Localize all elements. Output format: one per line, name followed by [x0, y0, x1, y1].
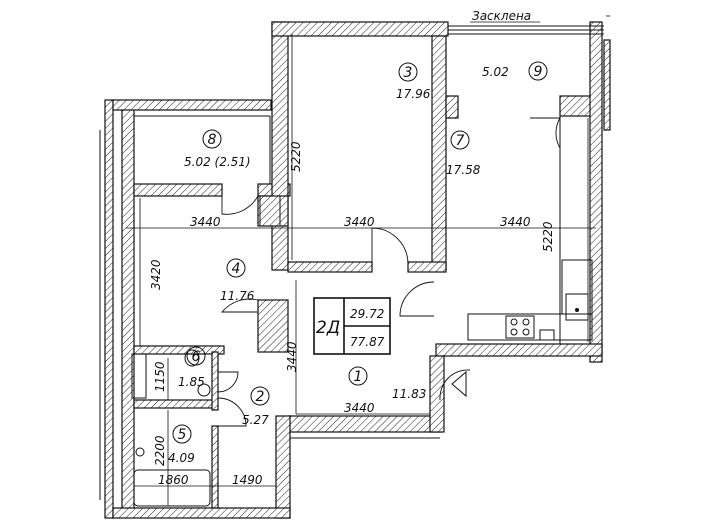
- wall-4-6: [133, 345, 225, 355]
- room-9-area: 5.02: [482, 65, 509, 79]
- room-3-area: 17.96: [396, 87, 431, 101]
- door-room5: [217, 397, 247, 427]
- room-6-number: 6: [192, 349, 201, 365]
- wall-4-1-top: [257, 195, 289, 227]
- dim-3440-bottom: 3440: [344, 401, 375, 415]
- dim-1490: 1490: [232, 473, 263, 487]
- door-room3: [371, 227, 409, 265]
- door-balcony8: [221, 195, 259, 215]
- kitchen-counter: [467, 313, 593, 341]
- dim-3440-vertical: 3440: [285, 341, 299, 372]
- wall-room7-bottom: [435, 343, 603, 357]
- bathtub-icon: [133, 469, 211, 507]
- apartment-living-area: 29.72: [350, 307, 384, 321]
- wall-3-7: [431, 35, 447, 271]
- wall-room1-right: [429, 355, 445, 433]
- doors: [217, 117, 561, 427]
- apartment-total-area: 77.87: [350, 335, 385, 349]
- door-room4: [221, 298, 259, 313]
- wall-room3-bottom-right: [407, 261, 447, 273]
- wall-room3-bottom-left: [287, 261, 373, 273]
- dimension-lines: [126, 15, 610, 506]
- wall-right: [589, 21, 603, 363]
- room-7-area: 17.58: [446, 163, 481, 177]
- wall-left-strip: [104, 99, 114, 519]
- wall-balcony8-top: [112, 99, 272, 111]
- stove-icon: [505, 315, 535, 339]
- room-4-number: 4: [232, 261, 241, 277]
- wall-4-1-bottom: [257, 299, 289, 353]
- room-3-number: 3: [404, 65, 413, 81]
- sink-icon: [565, 293, 589, 321]
- wall-6-5: [133, 399, 215, 409]
- windows: [99, 25, 604, 500]
- dim-1150: 1150: [153, 361, 167, 392]
- toilet-icon: [184, 349, 200, 367]
- dim-3440-c: 3440: [500, 215, 531, 229]
- door-entrance: [439, 369, 471, 401]
- toilet-icon-2: [135, 447, 145, 457]
- wall-room1-bottom: [287, 415, 441, 433]
- door-balcony9: [530, 117, 561, 149]
- room-5-number: 5: [178, 427, 187, 443]
- dim-3440-a: 3440: [190, 215, 221, 229]
- wall-room3-left: [271, 21, 289, 271]
- drain-icon: [197, 383, 211, 397]
- room-8-area: 5.02 (2.51): [184, 155, 251, 169]
- room-2-number: 2: [256, 389, 265, 405]
- room-1-area: 11.83: [392, 387, 426, 401]
- wall-right-strip: [603, 39, 611, 131]
- room-2-area: 5.27: [242, 413, 269, 427]
- apartment-type: 2Д: [316, 318, 340, 338]
- wall-8-4-left: [133, 183, 223, 197]
- room-1-number: 1: [354, 369, 363, 385]
- room-6-area: 1.85: [178, 375, 205, 389]
- wall-left-outer: [121, 107, 135, 511]
- wall-room3-top: [271, 21, 449, 37]
- room-9-number: 9: [534, 64, 543, 80]
- entrance-marker: [451, 370, 467, 398]
- dim-2200: 2200: [153, 435, 167, 466]
- walls: [104, 21, 611, 519]
- bathroom: [131, 349, 211, 507]
- dim-1860: 1860: [158, 473, 189, 487]
- kitchen-counter-side: [561, 259, 593, 315]
- door-room7: [399, 281, 435, 317]
- wall-hall-right: [275, 415, 291, 519]
- wall-6-2: [211, 351, 219, 411]
- dim-3440-b: 3440: [344, 215, 375, 229]
- room-4-area: 11.76: [220, 289, 255, 303]
- room-7-number: 7: [456, 133, 465, 149]
- room-8-number: 8: [208, 132, 217, 148]
- apartment-label: [313, 297, 391, 355]
- room-5-area: 4.09: [168, 451, 195, 465]
- wall-5-2: [211, 425, 219, 509]
- dim-3420: 3420: [149, 259, 163, 290]
- dim-5220-right: 5220: [541, 221, 555, 252]
- wall-9-7-left: [445, 95, 459, 119]
- dim-5220-left: 5220: [289, 141, 303, 172]
- door-room6: [217, 371, 239, 393]
- sink-small-icon: [131, 353, 147, 399]
- wall-bottom: [112, 507, 291, 519]
- glazing-note: Засклена: [472, 9, 531, 23]
